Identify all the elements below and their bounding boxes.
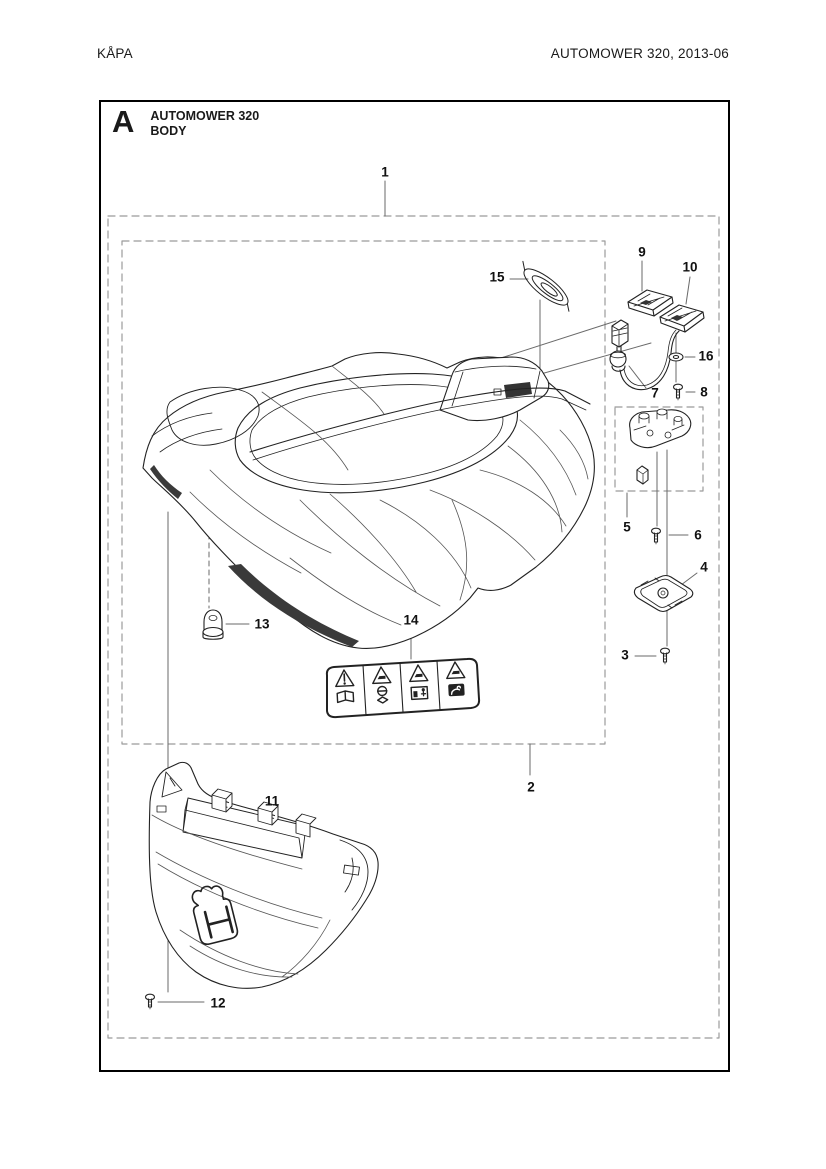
outer-dashed-box	[107, 215, 720, 1039]
callout-15: 15	[489, 269, 505, 285]
callout-11: 11	[264, 793, 280, 809]
page-header-left: KÅPA	[97, 46, 133, 61]
callout-5: 5	[623, 519, 631, 535]
callout-14: 14	[403, 612, 419, 628]
assembly-group-boxes	[107, 215, 720, 1039]
part-5-drawing	[629, 408, 692, 485]
part-9-drawing	[627, 289, 674, 317]
part-12-screw-drawing	[144, 993, 156, 1010]
part-3-screw-drawing	[659, 647, 671, 665]
part-body-cover-drawing	[142, 352, 595, 649]
part-4-drawing	[633, 574, 694, 613]
part-7-drawing	[609, 319, 680, 391]
page-header-right: AUTOMOWER 320, 2013-06	[550, 46, 729, 61]
section-title-line1: AUTOMOWER 320	[150, 109, 260, 123]
section-title-line2: BODY	[150, 124, 187, 138]
callout-16: 16	[698, 348, 714, 364]
section-letter: A	[112, 104, 135, 139]
inner-dashed-box	[121, 240, 606, 745]
part-8-screw-drawing	[672, 383, 684, 401]
callout-10: 10	[682, 259, 698, 275]
callout-3: 3	[621, 647, 629, 663]
warning-no-riding-icon	[446, 661, 466, 697]
callout-12: 12	[210, 995, 226, 1011]
callout-6: 6	[694, 527, 702, 543]
part-6-screw-drawing	[650, 527, 662, 545]
callout-13: 13	[254, 616, 270, 632]
warning-keep-distance-icon	[372, 666, 392, 704]
part-13-drawing	[202, 609, 224, 640]
part-16-drawing	[668, 352, 684, 362]
warning-read-manual-icon	[335, 669, 355, 704]
callout-8: 8	[700, 384, 708, 400]
part-14-warning-label-drawing	[325, 657, 481, 719]
part5-dashed-box	[614, 406, 704, 492]
part-15-drawing	[522, 260, 570, 312]
husqvarna-crown-logo	[191, 885, 239, 946]
callout-2: 2	[527, 779, 535, 795]
callout-9: 9	[638, 244, 646, 260]
part-11-lower-body-drawing	[148, 761, 379, 989]
callout-4: 4	[700, 559, 708, 575]
callout-7: 7	[651, 385, 659, 401]
warning-children-away-icon	[409, 664, 429, 701]
part-10-drawing	[659, 304, 705, 333]
callout-1: 1	[381, 164, 389, 180]
section-label: A AUTOMOWER 320 BODY	[112, 106, 259, 139]
section-title: AUTOMOWER 320 BODY	[150, 109, 259, 139]
